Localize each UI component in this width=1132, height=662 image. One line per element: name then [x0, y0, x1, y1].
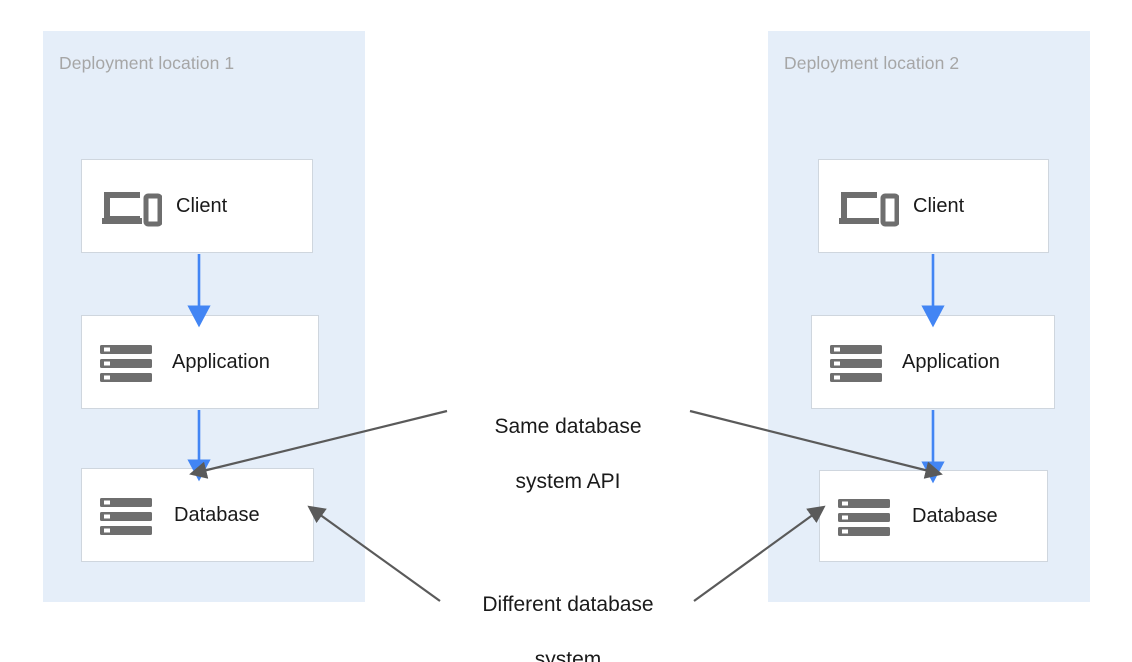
server-rack-icon: [830, 345, 886, 383]
annotation-same-api-line-1: Same database: [494, 414, 642, 438]
devices-icon: [100, 188, 163, 228]
node-client-2[interactable]: Client: [818, 159, 1049, 253]
server-rack-icon: [100, 345, 156, 383]
annotation-same-api-line-2: system API: [515, 470, 621, 494]
server-rack-icon: [100, 498, 156, 536]
node-application-2[interactable]: Application: [811, 315, 1055, 409]
node-client-1[interactable]: Client: [81, 159, 313, 253]
annotation-different-system-line-1: Different database: [482, 592, 654, 616]
node-client-2-label: Client: [913, 194, 965, 217]
node-database-2-label: Database: [912, 504, 998, 527]
annotation-same-database-system-api: Same database system API: [457, 385, 679, 524]
node-database-1[interactable]: Database: [81, 468, 314, 562]
devices-icon: [837, 188, 900, 228]
deployment-location-1-title: Deployment location 1: [59, 53, 235, 73]
node-application-2-label: Application: [902, 350, 1000, 373]
node-database-2[interactable]: Database: [819, 470, 1048, 562]
deployment-location-2-title: Deployment location 2: [784, 53, 960, 73]
node-database-1-label: Database: [174, 503, 260, 526]
node-application-1[interactable]: Application: [81, 315, 319, 409]
node-client-1-label: Client: [176, 194, 228, 217]
server-rack-icon: [838, 499, 894, 537]
node-application-1-label: Application: [172, 350, 270, 373]
annotation-different-system-line-2: system: [534, 648, 602, 662]
annotation-different-database-system: Different database system: [452, 563, 684, 662]
